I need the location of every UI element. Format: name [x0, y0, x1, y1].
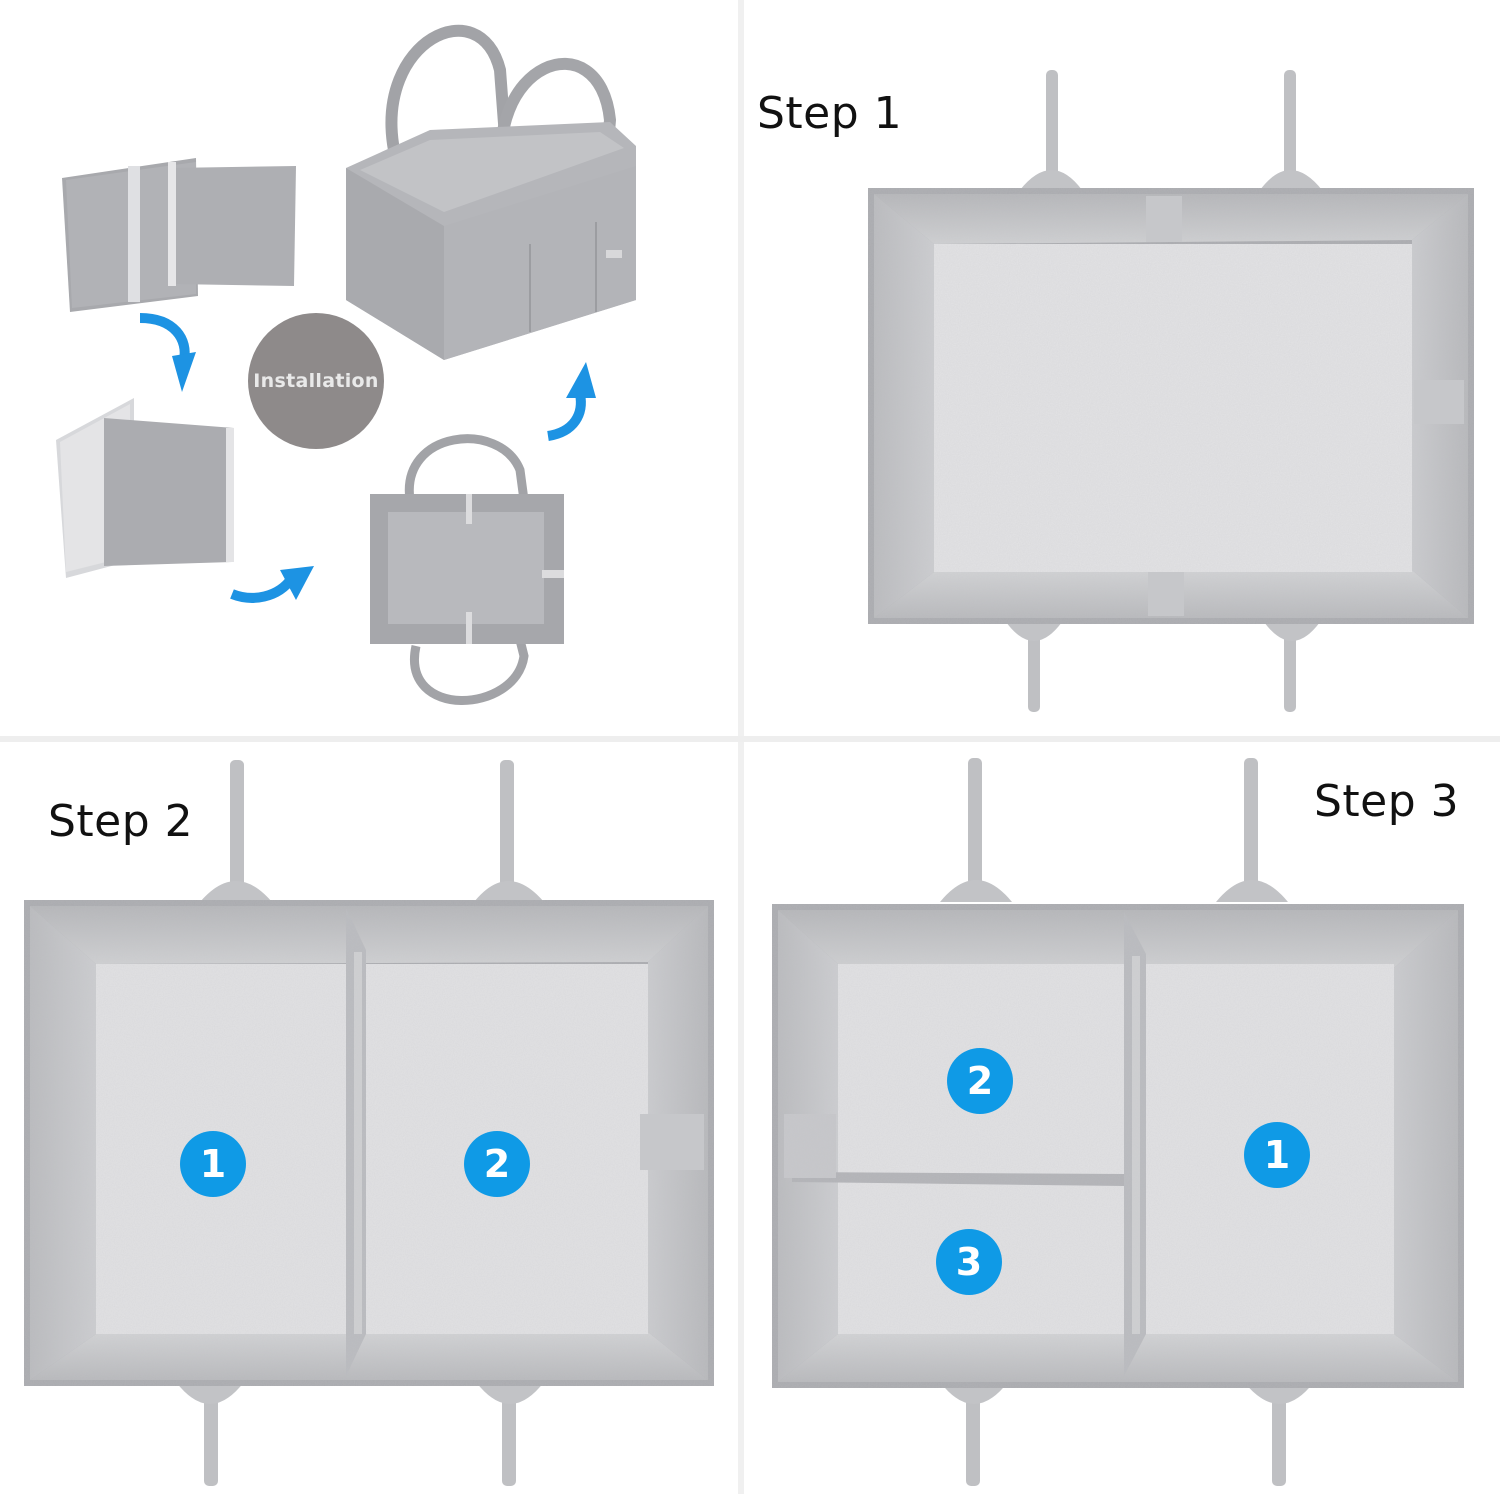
horizontal-divider — [0, 736, 1500, 742]
step3-label: Step 3 — [1314, 776, 1459, 827]
compartment-badge-3: 3 — [936, 1229, 1002, 1295]
installation-panel: Installation — [0, 0, 738, 736]
compartment-badge-2: 2 — [947, 1048, 1013, 1114]
compartment-badge-1: 1 — [180, 1131, 246, 1197]
step3-organizer-photo — [744, 742, 1500, 1494]
compartment-badge-2: 2 — [464, 1131, 530, 1197]
installation-label: Installation — [253, 370, 378, 392]
folded-divider-top — [62, 158, 296, 312]
step2-label: Step 2 — [48, 796, 193, 847]
installation-badge: Installation — [248, 313, 384, 449]
step1-label: Step 1 — [757, 88, 902, 139]
assembled-caddy — [346, 31, 636, 360]
open-caddy — [370, 439, 564, 701]
step2-organizer-photo — [0, 742, 738, 1494]
compartment-badge-1: 1 — [1244, 1122, 1310, 1188]
step1-panel: Step 1 — [744, 0, 1500, 736]
step3-panel: Step 3 2 1 3 — [744, 742, 1500, 1494]
folded-divider-bottom — [56, 398, 234, 578]
vertical-divider — [738, 0, 744, 1494]
step2-panel: Step 2 1 2 — [0, 742, 738, 1494]
